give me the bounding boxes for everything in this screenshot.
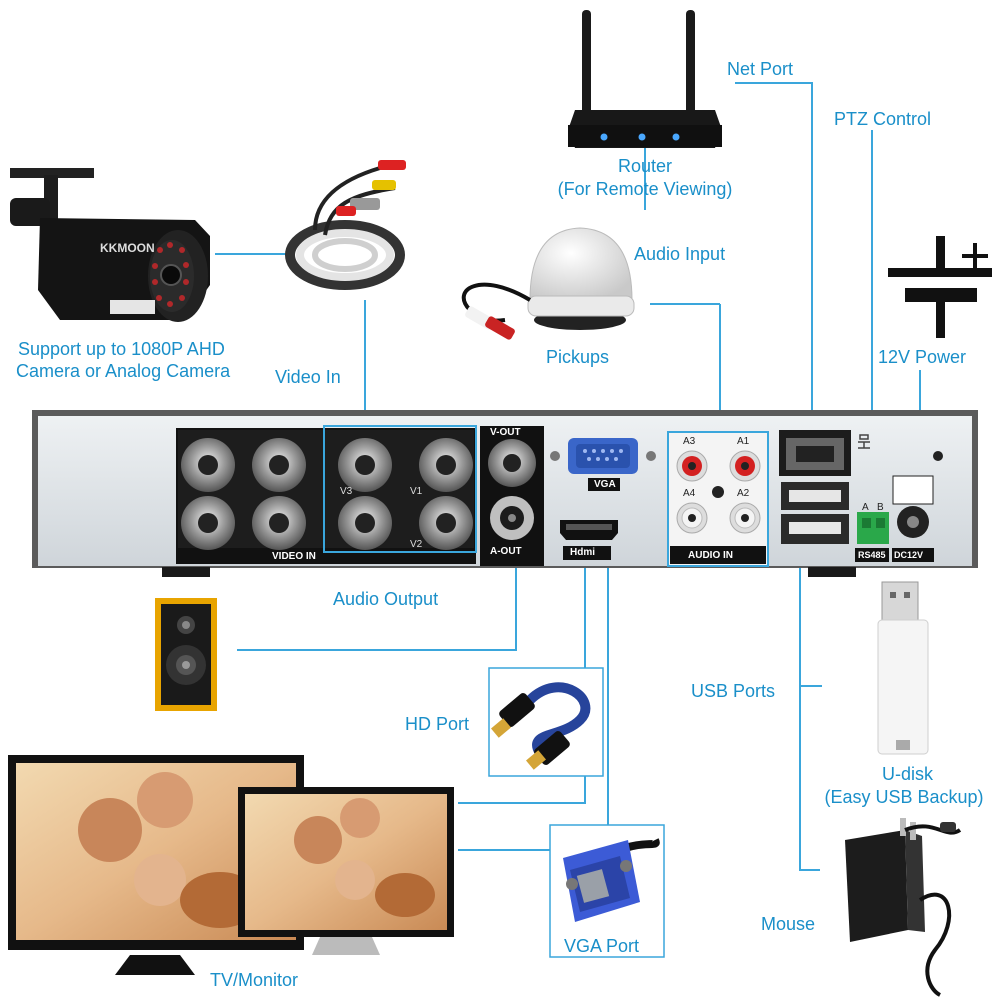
panel-hdmi-label: Hdmi: [570, 547, 595, 558]
power-adapter-icon: [845, 818, 962, 997]
panel-v3-label: V3: [340, 486, 353, 497]
dc-power-symbol-icon: [888, 236, 992, 338]
udisk-label: U-disk: [881, 764, 933, 784]
router-sub-label: (For Remote Viewing): [557, 179, 733, 199]
panel-v2-label: V2: [410, 539, 423, 550]
hd-port-label: HD Port: [405, 714, 470, 734]
usb-udisk-icon: [877, 581, 929, 755]
usb-mouse-line: [799, 545, 820, 871]
router-label: Router: [617, 156, 673, 176]
bnc-connectors: [181, 438, 473, 550]
panel-rs485-label: RS485: [858, 550, 886, 560]
video-in-label: Video In: [275, 367, 341, 387]
audio-input-label: Audio Input: [634, 244, 726, 264]
camera-label-line1: Support up to 1080P AHD: [18, 339, 225, 359]
net-port-line: [735, 82, 813, 432]
tv-monitor-label: TV/Monitor: [210, 970, 299, 990]
panel-rs485-b-label: B: [877, 502, 884, 513]
mouse-label: Mouse: [761, 914, 816, 934]
audio-pickup-icon: [461, 227, 635, 340]
video-cable-icon: [285, 160, 406, 290]
udisk-sub-label: (Easy USB Backup): [824, 787, 984, 807]
camera-icon: [10, 168, 210, 322]
vga-cable-icon: [563, 838, 660, 922]
panel-a3-label: A3: [683, 436, 696, 447]
audio-output-line: [237, 560, 517, 651]
panel-rs485-a-label: A: [862, 502, 869, 513]
panel-a1-label: A1: [737, 436, 750, 447]
pickups-label: Pickups: [546, 347, 610, 367]
panel-v1-label: V1: [410, 486, 423, 497]
audio-output-label: Audio Output: [333, 589, 439, 609]
power-label: 12V Power: [878, 347, 967, 367]
panel-video-in-label: VIDEO IN: [272, 551, 316, 562]
panel-a4-label: A4: [683, 488, 696, 499]
vga-port-label: VGA Port: [564, 936, 640, 956]
speaker-icon: [155, 598, 217, 711]
rca-connectors: [676, 450, 761, 534]
router-icon: [568, 10, 722, 148]
tv-monitor-small-icon: [238, 787, 454, 955]
audio-in-block: [667, 431, 769, 567]
panel-a2-label: A2: [737, 488, 750, 499]
panel-dc12v-label: DC12V: [894, 550, 924, 560]
hdmi-cable-icon: [491, 682, 591, 770]
camera-brand: KKMOON: [100, 241, 155, 255]
dvr-rear-panel: [32, 410, 978, 577]
panel-audio-in-label: AUDIO IN: [688, 550, 733, 561]
ptz-control-label: PTZ Control: [834, 109, 932, 129]
hd-port-line: [458, 560, 586, 804]
net-port-label: Net Port: [727, 59, 794, 79]
panel-v-out-label: V-OUT: [490, 427, 521, 438]
usb-ports-label: USB Ports: [691, 681, 776, 701]
panel-vga-label: VGA: [594, 479, 616, 490]
camera-label-line2: Camera or Analog Camera: [16, 361, 231, 381]
panel-a-out-label: A-OUT: [490, 546, 522, 557]
connector-lines: [215, 82, 921, 871]
